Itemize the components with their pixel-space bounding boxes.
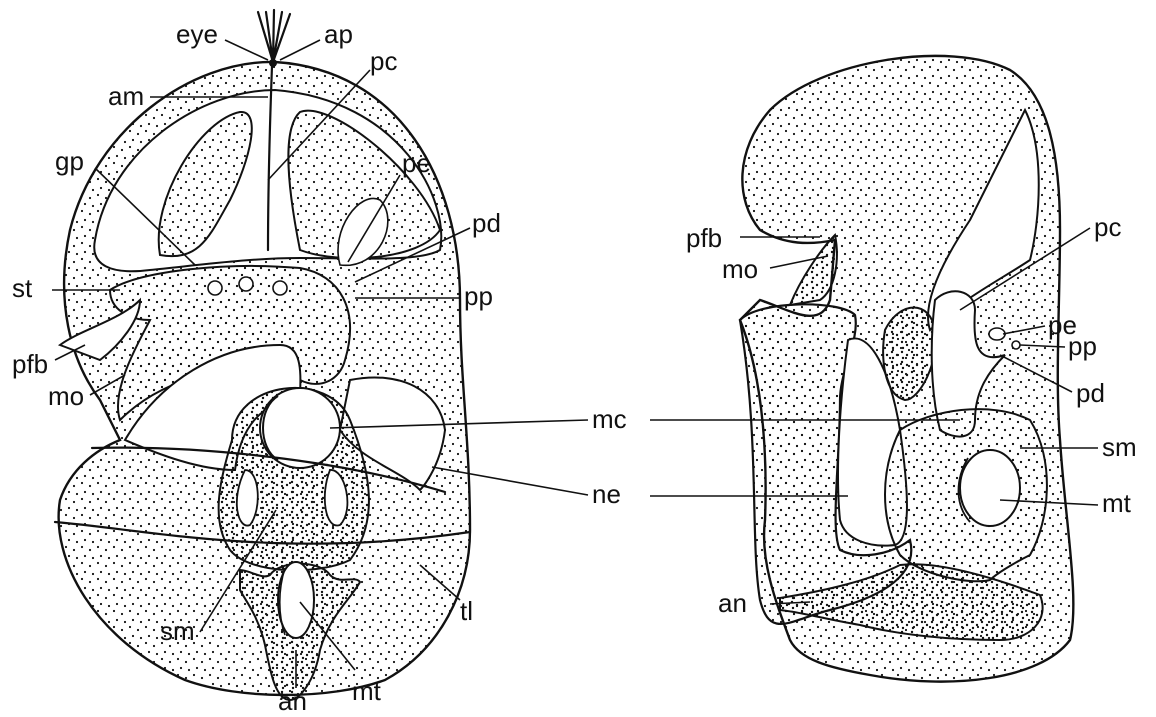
label-pc-right: pc xyxy=(1094,212,1121,242)
label-sm-left: sm xyxy=(160,616,195,646)
label-an-left: an xyxy=(278,686,307,716)
gut-cell-3 xyxy=(273,281,287,295)
label-ap: ap xyxy=(324,19,353,49)
label-tl: tl xyxy=(460,596,473,626)
apical-tuft xyxy=(258,10,290,62)
label-am: am xyxy=(108,81,144,111)
label-mt-left: mt xyxy=(352,676,382,706)
gut-cell-1 xyxy=(208,281,222,295)
label-pp-left: pp xyxy=(464,281,493,311)
left-larva xyxy=(55,10,470,700)
label-ne: ne xyxy=(592,479,621,509)
label-pc-left: pc xyxy=(370,46,397,76)
label-pfb-left: pfb xyxy=(12,349,48,379)
label-gp: gp xyxy=(55,146,84,176)
right-larva xyxy=(740,56,1073,682)
gut-cell-2 xyxy=(239,277,253,291)
label-mt-right: mt xyxy=(1102,488,1132,518)
label-sm-right: sm xyxy=(1102,432,1137,462)
label-mc: mc xyxy=(592,404,627,434)
label-an-right: an xyxy=(718,588,747,618)
label-mo-left: mo xyxy=(48,381,84,411)
right-pp-circle xyxy=(1012,341,1020,349)
label-pd-left: pd xyxy=(472,208,501,238)
label-st: st xyxy=(12,273,33,303)
label-pfb-right: pfb xyxy=(686,223,722,253)
label-pp-right: pp xyxy=(1068,331,1097,361)
right-pe-circle xyxy=(989,328,1005,340)
label-eye: eye xyxy=(176,19,218,49)
label-mo-right: mo xyxy=(722,254,758,284)
label-pd-right: pd xyxy=(1076,378,1105,408)
label-pe-left: pe xyxy=(402,148,431,178)
right-mt-ellipse xyxy=(960,450,1020,526)
